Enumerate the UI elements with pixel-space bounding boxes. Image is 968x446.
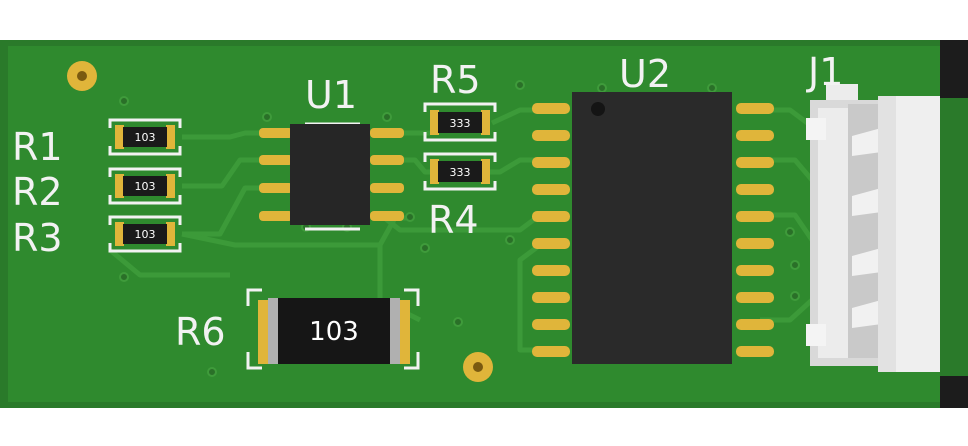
resistor-r1: 103: [108, 118, 182, 156]
label-r1: R1: [12, 125, 63, 169]
u2-pin-left: [532, 211, 570, 222]
label-u2: U2: [619, 52, 671, 96]
label-r4: R4: [428, 198, 479, 242]
u2-pin-left: [532, 346, 570, 357]
connector-j1: [806, 84, 940, 372]
u2-pin-right: [736, 130, 774, 141]
resistor-r5: 333: [423, 102, 497, 142]
u2-pin-left: [532, 319, 570, 330]
vias: [119, 80, 800, 377]
resistor-r6: 103: [246, 288, 420, 370]
u2-pin-right: [736, 319, 774, 330]
u2-pin-right: [736, 157, 774, 168]
resistor-r2-marking: 103: [135, 180, 156, 193]
label-r3: R3: [12, 216, 63, 260]
u2-pin-left: [532, 130, 570, 141]
resistor-r6-marking: 103: [309, 317, 359, 347]
u2-pin-left: [532, 103, 570, 114]
label-u1: U1: [305, 73, 357, 117]
resistor-r4: 333: [423, 152, 497, 191]
ic-u2: [532, 92, 774, 364]
u2-pin-left: [532, 238, 570, 249]
resistor-r1-marking: 103: [135, 131, 156, 144]
mounting-slot-top: [940, 40, 968, 98]
u2-pin-right: [736, 346, 774, 357]
mounting-slot-bottom: [940, 376, 968, 408]
resistor-r4-marking: 333: [450, 166, 471, 179]
u2-pin-right: [736, 184, 774, 195]
resistor-r3: 103: [108, 215, 182, 253]
u2-pin-right: [736, 103, 774, 114]
label-r2: R2: [12, 170, 63, 214]
resistor-r2: 103: [108, 167, 182, 205]
u2-pin-right: [736, 238, 774, 249]
label-r6: R6: [175, 310, 226, 354]
u2-pin-right: [736, 265, 774, 276]
u2-pin-left: [532, 157, 570, 168]
label-j1: J1: [806, 50, 843, 94]
resistor-r3-marking: 103: [135, 228, 156, 241]
u2-pin-left: [532, 265, 570, 276]
u2-pin-left: [532, 184, 570, 195]
silkscreen-labels: R1 R2 R3 R5 R4 R6 U1 U2 J1: [12, 50, 843, 354]
u2-pin-right: [736, 211, 774, 222]
mounting-hole-top-left: [67, 61, 97, 91]
label-r5: R5: [430, 58, 481, 102]
ic-u1: [259, 122, 404, 231]
u2-pin-right: [736, 292, 774, 303]
resistor-r5-marking: 333: [450, 117, 471, 130]
u2-pin-left: [532, 292, 570, 303]
mounting-hole-bottom: [463, 352, 493, 382]
